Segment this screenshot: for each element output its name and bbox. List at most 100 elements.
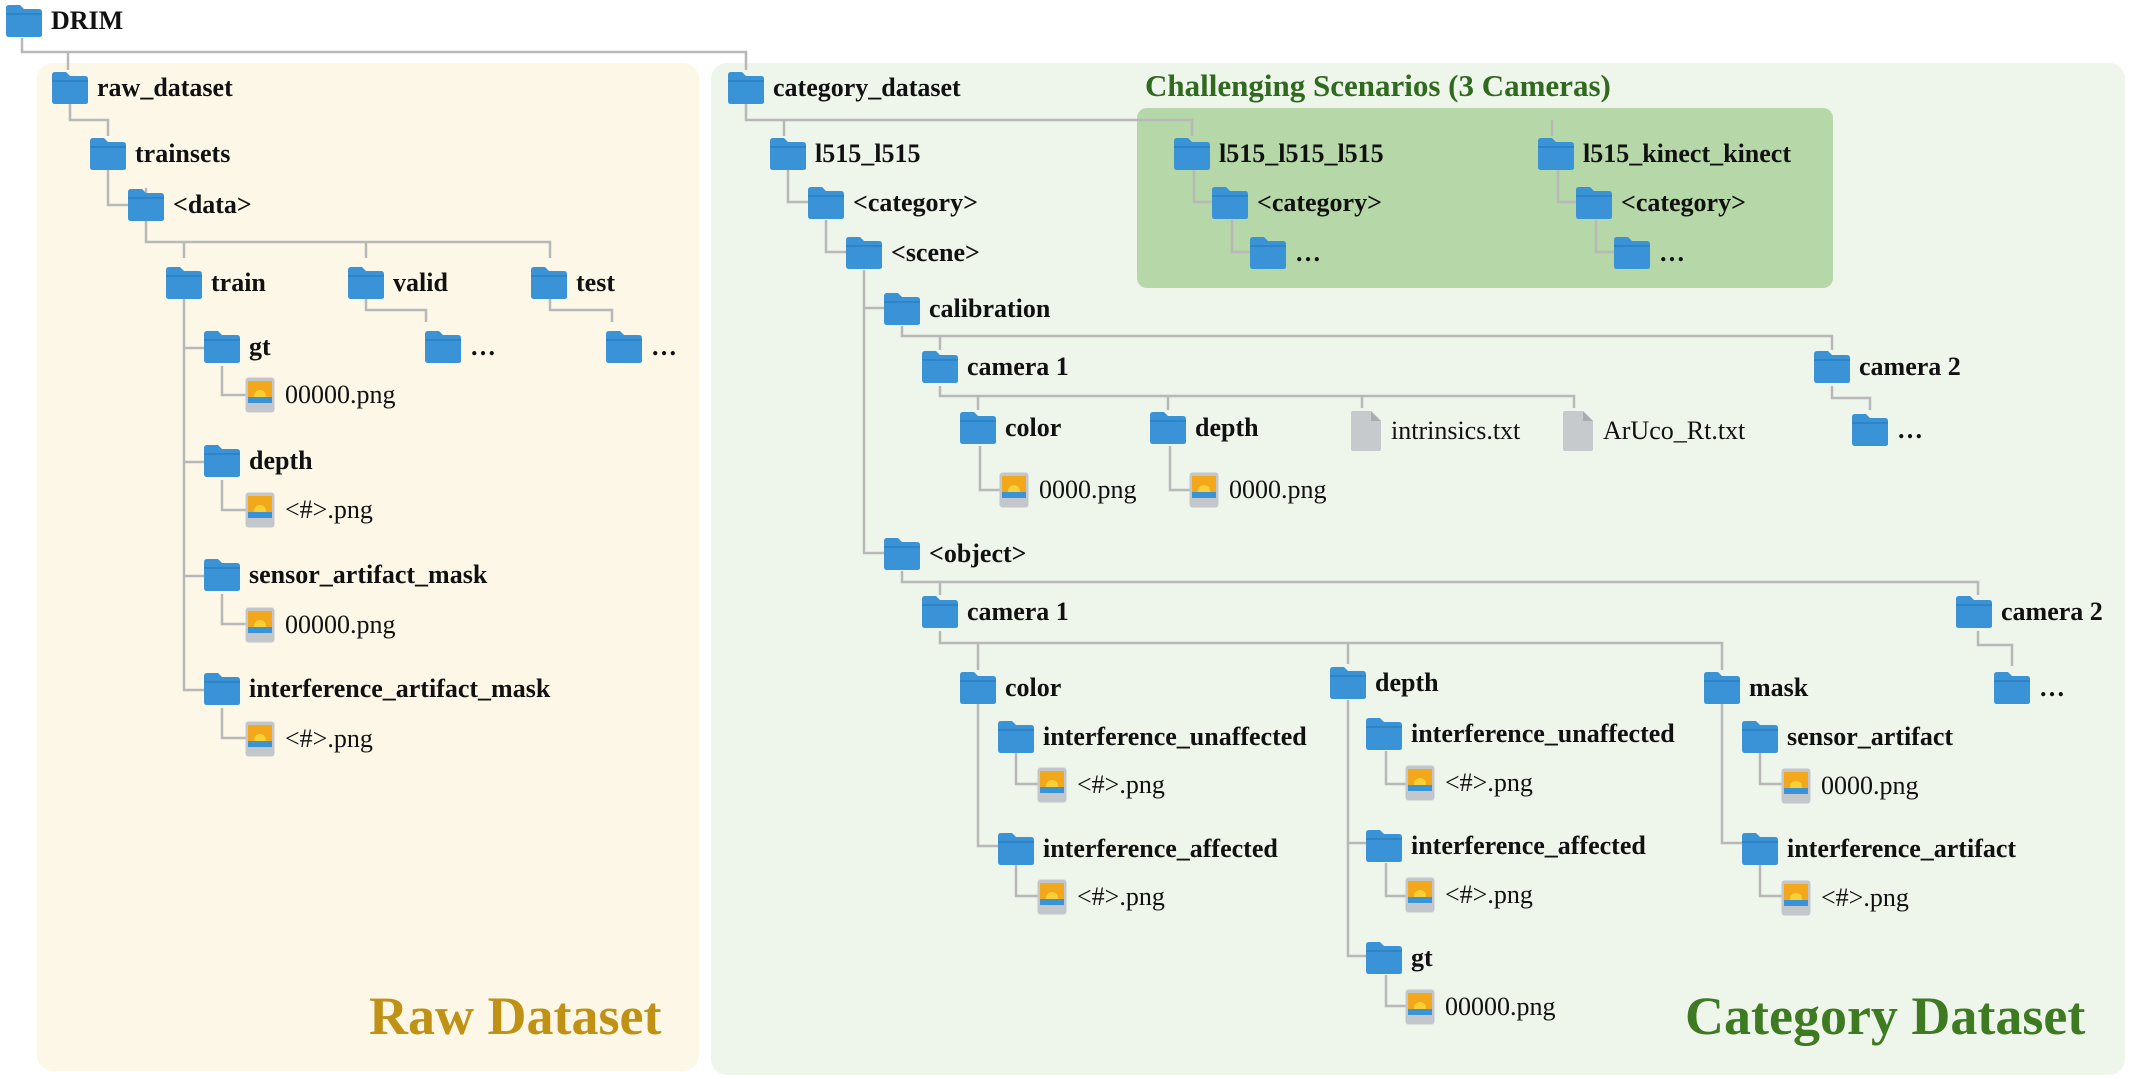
folder-color-interference-unaffected[interactable]: interference_unaffected [997, 719, 1307, 755]
folder-calibration[interactable]: calibration [883, 291, 1050, 327]
folder-interference-artifact-mask[interactable]: interference_artifact_mask [203, 671, 550, 707]
folder-label: <category> [1621, 188, 1746, 217]
folder-obj-depth[interactable]: depth [1329, 665, 1439, 701]
folder-l515-l515[interactable]: l515_l515 [769, 136, 920, 172]
file-gt-png[interactable]: 00000.png [245, 377, 396, 413]
folder-depth[interactable]: depth [203, 443, 313, 479]
folder-color-interference-affected[interactable]: interference_affected [997, 831, 1278, 867]
folder-mask-interference-artifact[interactable]: interference_artifact [1741, 831, 2016, 867]
folder-calib-camera1[interactable]: camera 1 [921, 349, 1069, 385]
image-file-icon [1405, 989, 1435, 1025]
file-calib-depth-png[interactable]: 0000.png [1189, 472, 1327, 508]
file-intrinsics[interactable]: intrinsics.txt [1351, 411, 1521, 451]
file-depth-png[interactable]: <#>.png [245, 492, 373, 528]
folder-category[interactable]: <category> [807, 185, 978, 221]
file-label: 0000.png [1821, 771, 1919, 800]
folder-icon [998, 833, 1034, 865]
file-sensor-png[interactable]: 00000.png [245, 607, 396, 643]
folder-label: … [2039, 673, 2065, 702]
image-file-icon [245, 607, 275, 643]
folder-train[interactable]: train [165, 265, 266, 301]
folder-obj-camera2-more[interactable]: … [1993, 670, 2065, 706]
folder-icon [960, 672, 996, 704]
file-label: 00000.png [285, 380, 396, 409]
raw-dataset-panel [37, 63, 699, 1071]
file-color-unaffected-png[interactable]: <#>.png [1037, 767, 1165, 803]
folder-icon [1576, 187, 1612, 219]
folder-label: calibration [929, 294, 1051, 323]
folder-l515x3-category[interactable]: <category> [1211, 185, 1382, 221]
folder-icon [1742, 833, 1778, 865]
folder-l515x3-more[interactable]: … [1249, 235, 1321, 271]
folder-drim[interactable]: DRIM [5, 3, 123, 39]
file-label: 00000.png [285, 610, 396, 639]
folder-l515-kinect-kinect[interactable]: l515_kinect_kinect [1537, 136, 1791, 172]
folder-label: depth [1375, 668, 1439, 697]
folder-label: interference_artifact [1787, 834, 2017, 863]
folder-scene[interactable]: <scene> [845, 235, 980, 271]
folder-calib-depth[interactable]: depth [1149, 410, 1259, 446]
file-mask-interference-png[interactable]: <#>.png [1781, 880, 1909, 916]
file-label: 0000.png [1039, 475, 1137, 504]
folder-icon [1150, 412, 1186, 444]
folder-raw-dataset[interactable]: raw_dataset [51, 70, 233, 106]
file-depth-unaffected-png[interactable]: <#>.png [1405, 765, 1533, 801]
folder-category-dataset[interactable]: category_dataset [727, 70, 961, 106]
file-label: intrinsics.txt [1391, 416, 1521, 445]
folder-kinect-more[interactable]: … [1613, 235, 1685, 271]
file-calib-color-png[interactable]: 0000.png [999, 472, 1137, 508]
folder-depth-interference-affected[interactable]: interference_affected [1365, 828, 1646, 864]
folder-valid[interactable]: valid [347, 265, 448, 301]
file-interference-png[interactable]: <#>.png [245, 721, 373, 757]
folder-obj-mask[interactable]: mask [1703, 670, 1808, 706]
folder-object[interactable]: <object> [883, 536, 1027, 572]
file-mask-sensor-png[interactable]: 0000.png [1781, 768, 1919, 804]
folder-label: interference_affected [1043, 834, 1278, 863]
image-file-icon [245, 377, 275, 413]
folder-label: depth [249, 446, 313, 475]
text-file-icon [1563, 411, 1593, 451]
folder-test-more[interactable]: … [605, 329, 677, 365]
folder-label: sensor_artifact_mask [249, 560, 488, 589]
file-label: <#>.png [1077, 770, 1165, 799]
folder-icon [1250, 237, 1286, 269]
image-file-icon [1037, 767, 1067, 803]
folder-icon [425, 331, 461, 363]
folder-icon [204, 559, 240, 591]
folder-icon [90, 138, 126, 170]
text-file-icon [1351, 411, 1381, 451]
file-label: <#>.png [285, 495, 373, 524]
folder-icon [606, 331, 642, 363]
folder-trainsets[interactable]: trainsets [89, 136, 230, 172]
folder-obj-camera1[interactable]: camera 1 [921, 594, 1069, 630]
folder-calib-camera2-more[interactable]: … [1851, 412, 1923, 448]
file-aruco[interactable]: ArUco_Rt.txt [1563, 411, 1745, 451]
file-label: <#>.png [1445, 768, 1533, 797]
file-color-affected-png[interactable]: <#>.png [1037, 879, 1165, 915]
folder-label: interference_unaffected [1411, 719, 1675, 748]
folder-test[interactable]: test [530, 265, 615, 301]
folder-depth-gt[interactable]: gt [1365, 940, 1433, 976]
folder-obj-camera2[interactable]: camera 2 [1955, 594, 2103, 630]
folder-obj-color[interactable]: color [959, 670, 1061, 706]
folder-gt[interactable]: gt [203, 329, 271, 365]
folder-label: gt [1411, 943, 1433, 972]
folder-icon [1704, 672, 1740, 704]
file-depth-affected-png[interactable]: <#>.png [1405, 877, 1533, 913]
folder-label: <scene> [891, 238, 980, 267]
folder-depth-interference-unaffected[interactable]: interference_unaffected [1365, 716, 1675, 752]
folder-kinect-category[interactable]: <category> [1575, 185, 1746, 221]
folder-sensor-artifact-mask[interactable]: sensor_artifact_mask [203, 557, 487, 593]
file-depth-gt-png[interactable]: 00000.png [1405, 989, 1556, 1025]
folder-calib-color[interactable]: color [959, 410, 1061, 446]
folder-mask-sensor-artifact[interactable]: sensor_artifact [1741, 719, 1953, 755]
folder-calib-camera2[interactable]: camera 2 [1813, 349, 1961, 385]
image-file-icon [1189, 472, 1219, 508]
folder-data[interactable]: <data> [127, 187, 252, 223]
folder-label: gt [249, 332, 271, 361]
folder-icon [922, 351, 958, 383]
folder-l515-l515-l515[interactable]: l515_l515_l515 [1173, 136, 1384, 172]
image-file-icon [1781, 880, 1811, 916]
folder-valid-more[interactable]: … [424, 329, 496, 365]
folder-label: DRIM [51, 6, 124, 35]
